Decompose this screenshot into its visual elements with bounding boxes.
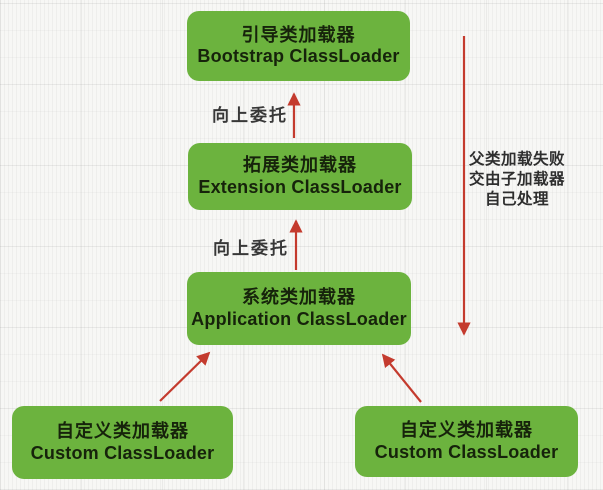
parent-fail-note-line-2: 交由子加载器: [468, 170, 565, 188]
node-custom-right-label-zh: 自定义类加载器: [400, 420, 533, 441]
parent-fail-note: 父类加载失败 交由子加载器 自己处理: [466, 150, 568, 209]
node-bootstrap-classloader: 引导类加载器 Bootstrap ClassLoader: [187, 11, 410, 81]
custom-right-up-arrow: [381, 353, 422, 403]
node-custom-classloader-left: 自定义类加载器 Custom ClassLoader: [12, 406, 233, 479]
node-custom-left-label-zh: 自定义类加载器: [56, 421, 189, 442]
node-extension-label-en: Extension ClassLoader: [198, 176, 402, 197]
node-custom-left-label-en: Custom ClassLoader: [30, 442, 215, 463]
node-custom-classloader-right: 自定义类加载器 Custom ClassLoader: [355, 406, 578, 477]
node-extension-label-zh: 拓展类加载器: [243, 155, 357, 176]
node-application-label-en: Application ClassLoader: [191, 308, 407, 329]
custom-left-up-arrow: [159, 351, 211, 402]
node-application-label-zh: 系统类加载器: [242, 287, 356, 308]
parent-fail-note-line-1: 父类加载失败: [468, 151, 565, 168]
parent-fail-note-line-3: 自己处理: [484, 190, 549, 208]
delegate-up-label-1: 向上委托: [212, 106, 288, 125]
node-bootstrap-label-en: Bootstrap ClassLoader: [197, 46, 400, 66]
node-extension-classloader: 拓展类加载器 Extension ClassLoader: [188, 143, 412, 210]
node-bootstrap-label-zh: 引导类加载器: [241, 24, 356, 45]
node-application-classloader: 系统类加载器 Application ClassLoader: [187, 272, 411, 345]
delegate-up-label-2: 向上委托: [213, 239, 289, 258]
node-custom-right-label-en: Custom ClassLoader: [374, 441, 559, 462]
